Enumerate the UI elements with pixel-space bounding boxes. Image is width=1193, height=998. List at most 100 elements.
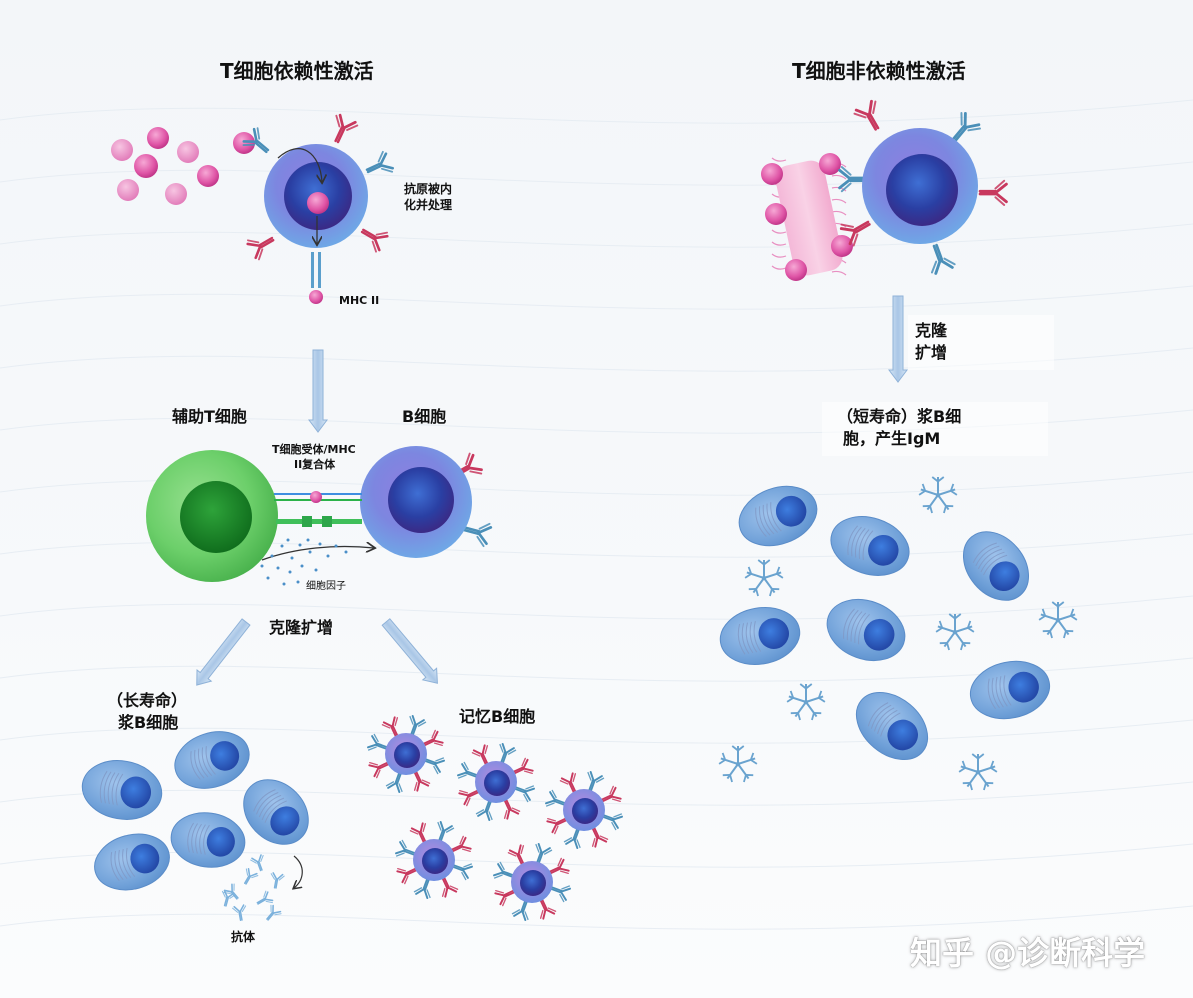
- pilus: [831, 198, 847, 204]
- wave-line: [0, 161, 1193, 186]
- repetitive-antigen: [785, 259, 807, 281]
- receptor-icon: [587, 771, 605, 793]
- clonal-expansion-label: 克隆扩增: [269, 618, 334, 637]
- costim-bridge: [276, 519, 362, 524]
- right-clonal-label-bg: [908, 315, 1054, 370]
- receptor-icon: [494, 889, 516, 907]
- wave-line: [0, 285, 1193, 310]
- bcr-icon: [839, 220, 871, 247]
- cytokine-dot: [270, 554, 274, 558]
- bcr-icon: [462, 522, 493, 548]
- plasma-cell: [719, 607, 801, 665]
- cytokine-dot: [344, 550, 348, 554]
- plasma-cell: [738, 485, 818, 547]
- receptor-icon: [451, 863, 473, 881]
- short-lived-label-bg: [822, 402, 1048, 456]
- complex-label-line2: II复合体: [294, 458, 336, 471]
- long-lived-label-line2: 浆B细胞: [118, 713, 179, 732]
- pilus: [831, 210, 847, 216]
- long-lived-plasma-cells: [81, 731, 309, 921]
- receptor-icon: [600, 785, 622, 803]
- receptor-icon: [507, 844, 525, 866]
- mhc-ii-stalk: [318, 252, 321, 288]
- receptor-icon: [422, 729, 444, 747]
- memory-b-cell: [545, 771, 623, 849]
- igm-pentamer-icon: [1038, 601, 1078, 639]
- antigen-particle: [111, 139, 133, 161]
- cytokines: [260, 538, 375, 586]
- receptor-icon: [409, 715, 427, 737]
- cytokine-dot: [266, 576, 270, 580]
- antibody-icon: [221, 889, 236, 907]
- receptor-icon: [409, 822, 427, 844]
- down-arrow-icon: [888, 295, 908, 383]
- receptor-icon: [385, 771, 403, 793]
- right-clonal-label-line2: 扩增: [915, 343, 948, 362]
- memory-b-cell: [395, 821, 473, 899]
- cytokine-dot: [280, 544, 284, 548]
- long-lived-label-line1: （长寿命）: [107, 691, 188, 710]
- receptor-icon: [367, 733, 389, 751]
- cytokine-dot: [288, 570, 292, 574]
- wave-line: [0, 471, 1193, 496]
- antibody-icon: [250, 854, 264, 872]
- bcr-icon: [334, 113, 359, 144]
- receptor-icon: [441, 876, 459, 898]
- watermark-text: 知乎 @诊断科学: [910, 934, 1146, 972]
- memory-cell-nucleus: [483, 769, 511, 797]
- bcr-icon: [360, 228, 389, 253]
- memory-cell-nucleus: [421, 847, 449, 875]
- memory-cell-nucleus: [571, 797, 599, 825]
- receptor-icon: [512, 757, 534, 775]
- cytokine-dot: [282, 582, 286, 586]
- short-lived-label-line1: （短寿命）浆B细: [837, 407, 962, 426]
- receptor-icon: [563, 827, 581, 849]
- receptor-icon: [457, 761, 479, 779]
- plasma-cell: [826, 599, 906, 661]
- receptor-icon: [548, 857, 570, 875]
- igm-pentamer-icon: [958, 753, 998, 791]
- receptor-icon: [413, 877, 431, 899]
- receptor-icon: [545, 789, 567, 807]
- repetitive-antigen: [765, 203, 787, 225]
- receptor-icon: [559, 772, 577, 794]
- pilus: [771, 157, 787, 162]
- receptor-icon: [513, 785, 535, 803]
- mhc-label: MHC II: [339, 294, 380, 307]
- bacterium-body: [775, 160, 843, 276]
- memory-cell-nucleus: [393, 741, 421, 769]
- bcr-icon: [365, 150, 395, 174]
- bcr-icon: [978, 179, 1008, 206]
- mhc-ii-stalk: [311, 252, 314, 288]
- receptor-icon: [535, 843, 553, 865]
- cytokine-dot: [260, 564, 264, 568]
- memory-b-cell: [457, 743, 535, 821]
- left-panel-title: T细胞依赖性激活: [220, 59, 374, 83]
- b-cell-activated: [360, 446, 493, 558]
- receptor-icon: [458, 789, 480, 807]
- plasma-cell: [243, 779, 309, 845]
- pilus: [771, 229, 787, 234]
- receptor-icon: [368, 761, 390, 779]
- igm-pentamer-icon: [718, 745, 758, 783]
- right-branch-arrow-icon: [381, 618, 438, 684]
- costim-node: [302, 516, 312, 527]
- cytokine-dot: [300, 564, 304, 568]
- bcr-icon: [853, 99, 880, 131]
- antigen-particle: [177, 141, 199, 163]
- short-lived-plasma-cells: [718, 476, 1078, 791]
- receptor-icon: [493, 861, 515, 879]
- cytokine-dot: [314, 568, 318, 572]
- pilus: [771, 241, 787, 246]
- plasma-cell: [830, 516, 910, 576]
- bcr-icon: [246, 236, 275, 261]
- cytokine-dot: [296, 580, 300, 584]
- receptor-icon: [591, 826, 609, 848]
- cytokine-dot: [306, 538, 310, 542]
- plasma-cell: [170, 812, 246, 868]
- memory-b-cell: [367, 715, 445, 793]
- cytokine-dot: [298, 543, 302, 547]
- plasma-cell: [969, 660, 1051, 720]
- b-cell-label: B细胞: [402, 407, 447, 426]
